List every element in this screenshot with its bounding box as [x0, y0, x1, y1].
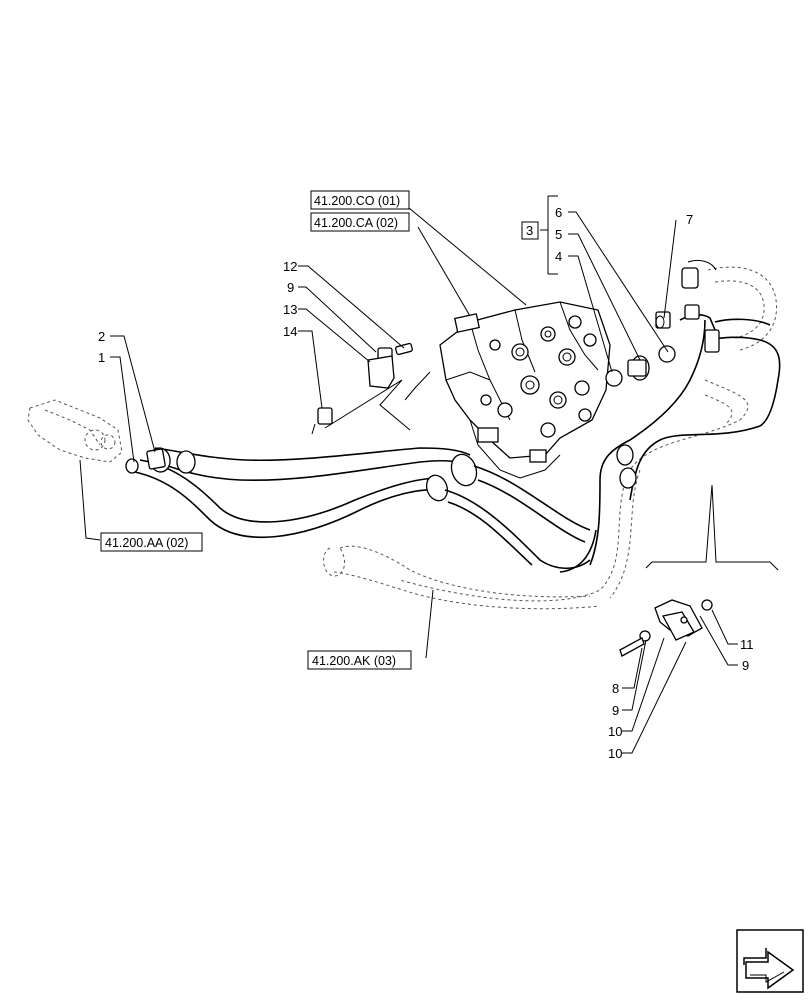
ref-label-co01: 41.200.CO (01) [314, 194, 400, 208]
ref-box-aa02[interactable]: 41.200.AA (02) [100, 532, 203, 552]
callout-10-upper: 10 [608, 724, 622, 739]
callout-5: 5 [555, 227, 562, 242]
ref-label-ca02: 41.200.CA (02) [314, 216, 398, 230]
hose-assembly-1-2 [125, 447, 591, 570]
ref-box-co01[interactable]: 41.200.CO (01) [310, 190, 410, 210]
callout-9-clamp: 9 [612, 703, 619, 718]
callout-14: 14 [283, 324, 297, 339]
leader-lines [79, 195, 738, 754]
ref-label-aa02: 41.200.AA (02) [105, 536, 188, 550]
ref-box-ca02[interactable]: 41.200.CA (02) [310, 212, 410, 232]
callout-9-nut: 9 [742, 658, 749, 673]
ref-label-ak03: 41.200.AK (03) [312, 654, 396, 668]
steering-valve [439, 301, 611, 479]
callout-6: 6 [555, 205, 562, 220]
callout-1: 1 [98, 350, 105, 365]
fittings-orings [605, 311, 676, 387]
callout-numbers: 2 1 6 5 4 7 12 9 13 14 8 9 10 10 11 9 [98, 205, 754, 761]
ref-box-ak03[interactable]: 41.200.AK (03) [307, 650, 412, 670]
callout-4: 4 [555, 249, 562, 264]
callout-2: 2 [98, 329, 105, 344]
callout-13: 13 [283, 302, 297, 317]
group-box: 3 [521, 221, 539, 240]
callout-11: 11 [740, 637, 754, 652]
next-page-arrow-icon[interactable] [736, 929, 804, 993]
callout-9-bracket: 9 [287, 280, 294, 295]
phantom-parts [27, 266, 777, 610]
callout-7: 7 [686, 212, 693, 227]
bracket-parts [311, 342, 431, 435]
steel-lines [559, 259, 781, 573]
clamp-detail [619, 484, 779, 657]
callout-8: 8 [612, 681, 619, 696]
callout-10-lower: 10 [608, 746, 622, 761]
callout-12: 12 [283, 259, 297, 274]
group-label: 3 [526, 223, 533, 238]
